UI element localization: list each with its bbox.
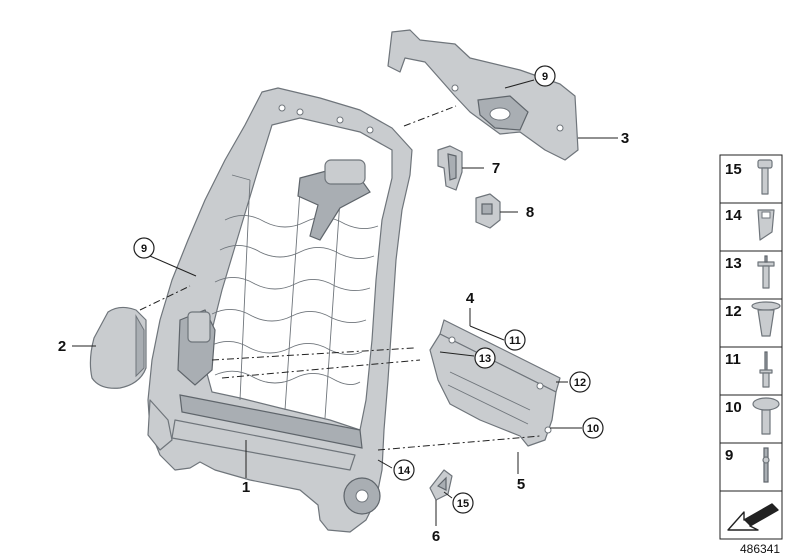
callout-15: 15 xyxy=(457,498,469,510)
backrest-frame xyxy=(147,87,413,533)
legend-label-11: 11 xyxy=(725,351,741,368)
legend-cell-arrow xyxy=(719,490,783,540)
threaded-insert-icon xyxy=(757,209,775,241)
callout-13: 13 xyxy=(479,353,491,365)
leader-lines xyxy=(72,79,618,526)
legend-label-15: 15 xyxy=(725,161,742,178)
blind-rivet-icon xyxy=(757,255,775,289)
legend-label-14: 14 xyxy=(725,207,742,224)
expanding-rivet-icon xyxy=(751,301,781,337)
clip-bracket xyxy=(437,145,463,191)
holder-bracket xyxy=(475,193,501,229)
cross-member-bracket xyxy=(387,29,579,161)
callout-7: 7 xyxy=(492,160,500,177)
pin-clip-icon xyxy=(762,447,770,483)
circled-callouts: 9 9 10 11 12 13 14 15 xyxy=(133,65,604,514)
callout-11: 11 xyxy=(509,335,521,347)
torx-bolt-icon xyxy=(757,159,773,195)
back-panel-bracket xyxy=(429,319,561,447)
lumbar-motor-unit xyxy=(177,159,371,386)
callout-labels: 1 2 3 4 5 6 7 8 xyxy=(58,130,629,545)
spring-suspension-mat xyxy=(209,174,379,419)
fastener-legend: 15 14 13 12 11 1 xyxy=(719,154,783,540)
callout-3: 3 xyxy=(621,130,629,147)
callout-12: 12 xyxy=(574,377,586,389)
callout-9-top: 9 xyxy=(542,71,548,83)
side-trim-cover xyxy=(89,306,147,389)
callout-5: 5 xyxy=(517,476,525,493)
pop-rivet-icon xyxy=(759,351,773,388)
flange-screw-icon xyxy=(752,397,780,435)
callout-4: 4 xyxy=(466,290,475,307)
callout-8: 8 xyxy=(526,204,534,221)
callout-1: 1 xyxy=(242,479,250,496)
legend-label-9: 9 xyxy=(725,447,733,464)
callout-2: 2 xyxy=(58,338,66,355)
legend-label-12: 12 xyxy=(725,303,742,320)
legend-label-13: 13 xyxy=(725,255,742,272)
legend-label-10: 10 xyxy=(725,399,742,416)
direction-arrow-icon xyxy=(727,503,779,531)
callout-10: 10 xyxy=(587,423,599,435)
callout-14: 14 xyxy=(398,465,411,477)
callout-6: 6 xyxy=(432,528,440,545)
reference-number: 486341 xyxy=(740,542,780,556)
retaining-clip xyxy=(429,469,453,501)
callout-9-left: 9 xyxy=(141,243,147,255)
